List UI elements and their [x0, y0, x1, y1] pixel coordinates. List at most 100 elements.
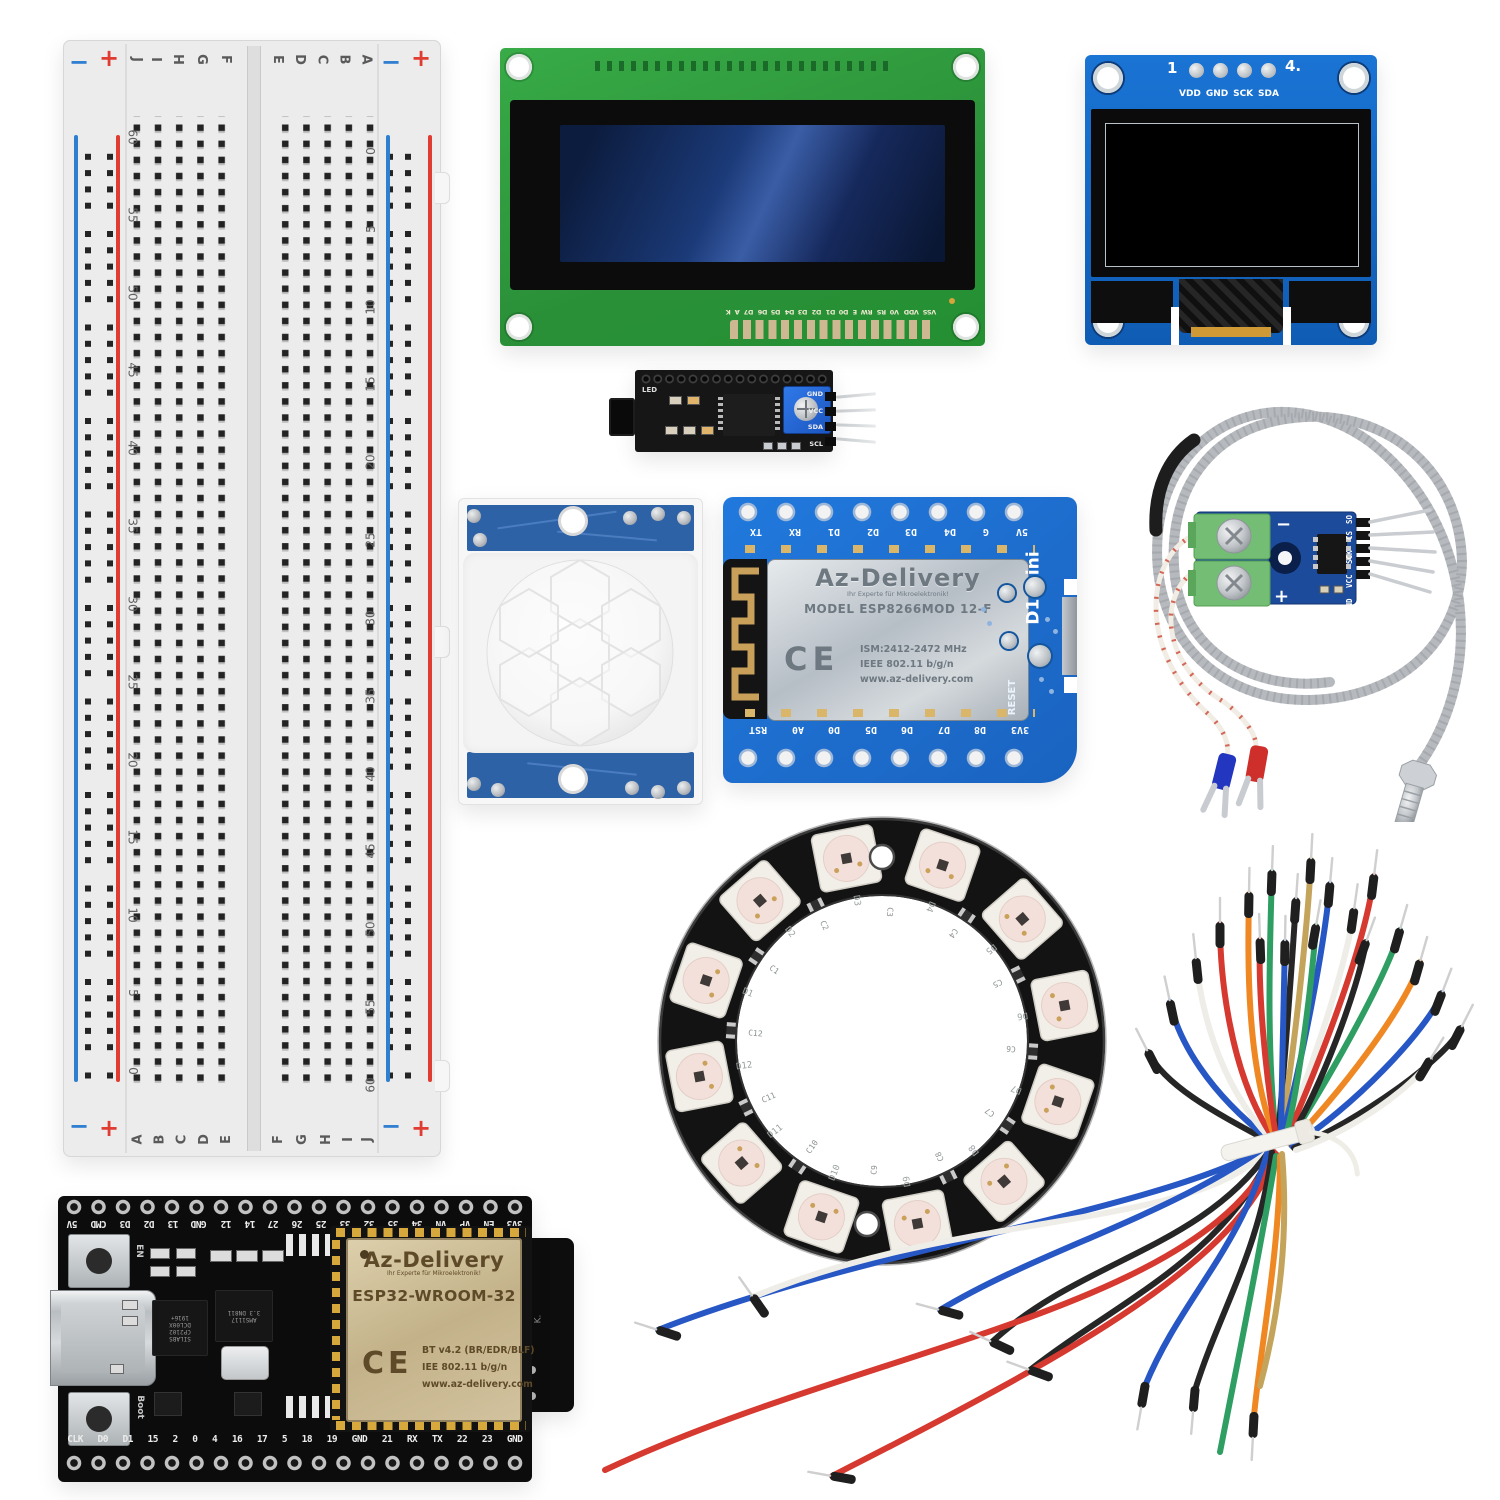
k-label: K. — [533, 1314, 544, 1324]
brand-tagline: Ihr Experte für Mikroelektronik! — [847, 590, 949, 598]
ws2812-led — [963, 1140, 1045, 1222]
column-letter: H — [319, 1133, 335, 1145]
cap-label: C9 — [869, 1165, 879, 1176]
row-number: 45 — [364, 843, 378, 860]
led-label: D4 — [923, 900, 936, 914]
pin-index: 4. — [1285, 57, 1302, 75]
pin-label: 21 — [381, 1434, 393, 1445]
pin-label: GND — [806, 390, 823, 398]
ws2812-led — [783, 1180, 860, 1254]
row-number: 35 — [126, 518, 140, 534]
pin-label: CS — [1345, 530, 1354, 540]
bt-version: BT v4.2 (BR/EDR/BLF) — [422, 1345, 535, 1356]
castellated-pads — [336, 1421, 526, 1430]
solder-joint — [625, 781, 639, 795]
pin-label: D6 — [757, 308, 767, 316]
led-label: D9 — [902, 1175, 913, 1187]
castellated-pads — [332, 1240, 340, 1420]
mounting-hole — [953, 314, 979, 340]
breadboard-clip-tab — [435, 626, 450, 658]
rail-plus-sign: + — [99, 44, 120, 72]
rail-minus-sign: − — [381, 1112, 402, 1140]
pin-label: D3 — [119, 1218, 131, 1229]
jumper-wire-bundle — [602, 832, 1475, 1484]
rail-holes-left — [78, 152, 114, 1082]
ws2812-leds — [665, 824, 1099, 1258]
row-number: 5 — [125, 989, 140, 997]
ws2812-led — [810, 824, 883, 893]
rail-minus-sign: − — [69, 1112, 90, 1140]
header-pin — [835, 437, 877, 444]
smd-resistor — [748, 947, 765, 966]
smd-component — [262, 1250, 284, 1262]
pin-label: GND — [191, 1218, 208, 1229]
smd-component — [1319, 585, 1330, 594]
module-shield: Az-Delivery Ihr Experte für Mikroelektro… — [346, 1238, 535, 1422]
pin-label: 19 — [326, 1434, 338, 1445]
mounting-hole — [868, 843, 896, 871]
column-letter: D — [292, 53, 308, 65]
column-letter: B — [336, 54, 352, 64]
row-number: 55 — [364, 999, 378, 1015]
ws2812-led — [1030, 969, 1099, 1042]
header-pin — [1261, 63, 1276, 78]
pin-label: 5V — [66, 1218, 78, 1229]
breadboard-center-channel — [247, 46, 261, 1151]
pin-label: D2 — [811, 308, 822, 316]
smd-component — [122, 1300, 138, 1310]
header-pin — [1189, 63, 1204, 78]
pin-label: G — [982, 526, 989, 537]
boot-button — [68, 1392, 130, 1446]
module-model: MODEL ESP8266MOD 12-F — [804, 602, 992, 616]
via — [1045, 617, 1050, 622]
pin-label: SDA — [1258, 89, 1279, 99]
cable-sleeve — [1149, 433, 1201, 537]
column-letter: G — [294, 1133, 310, 1145]
pin-label: RX — [406, 1434, 418, 1445]
solder-dot — [528, 1392, 536, 1400]
pin-label: D0 — [828, 724, 841, 735]
header-pin — [835, 423, 877, 428]
jumper-wires-lower — [602, 1145, 1288, 1484]
pin-label: CMD — [90, 1218, 107, 1229]
cap-label: C6 — [1006, 1044, 1017, 1054]
brand-tagline: Ihr Experte für Mikroelektronik! — [386, 1270, 482, 1277]
pin-label: 25 — [316, 1218, 327, 1229]
pcb-notch — [1283, 307, 1291, 345]
pin-label: RX — [789, 526, 802, 537]
pin-label: SCK — [1345, 550, 1354, 564]
row-number: 25 — [126, 674, 140, 690]
rail-line-blue-right — [386, 135, 390, 1082]
smd-component — [150, 1248, 170, 1259]
cap-label: C5 — [991, 977, 1004, 989]
micro-usb-edge — [1062, 597, 1077, 675]
pin-label: TX — [431, 1434, 443, 1445]
row-number: 20 — [126, 751, 140, 768]
brand-logo: Az-Delivery — [363, 1248, 505, 1272]
smd-resistor — [999, 1116, 1016, 1135]
smd-resistor — [1010, 965, 1026, 984]
column-letter: E — [270, 54, 286, 64]
fork-terminal-red — [1235, 745, 1269, 811]
flex-connector — [1179, 279, 1283, 333]
pin-label: SO — [1345, 514, 1354, 524]
rail-line-red-left — [116, 135, 120, 1082]
rail-line-blue-left — [74, 135, 78, 1082]
row-number: 35 — [364, 688, 378, 704]
pin-label: 22 — [456, 1434, 468, 1445]
smd-resistor — [957, 907, 976, 924]
pin-label: 4 — [212, 1434, 218, 1445]
solder-pads — [595, 61, 895, 71]
transistor — [154, 1392, 182, 1416]
solder-blob — [1029, 645, 1051, 667]
pin-label: 5 — [281, 1434, 288, 1445]
row-number: 50 — [364, 921, 378, 937]
zip-tie — [1220, 1118, 1360, 1177]
